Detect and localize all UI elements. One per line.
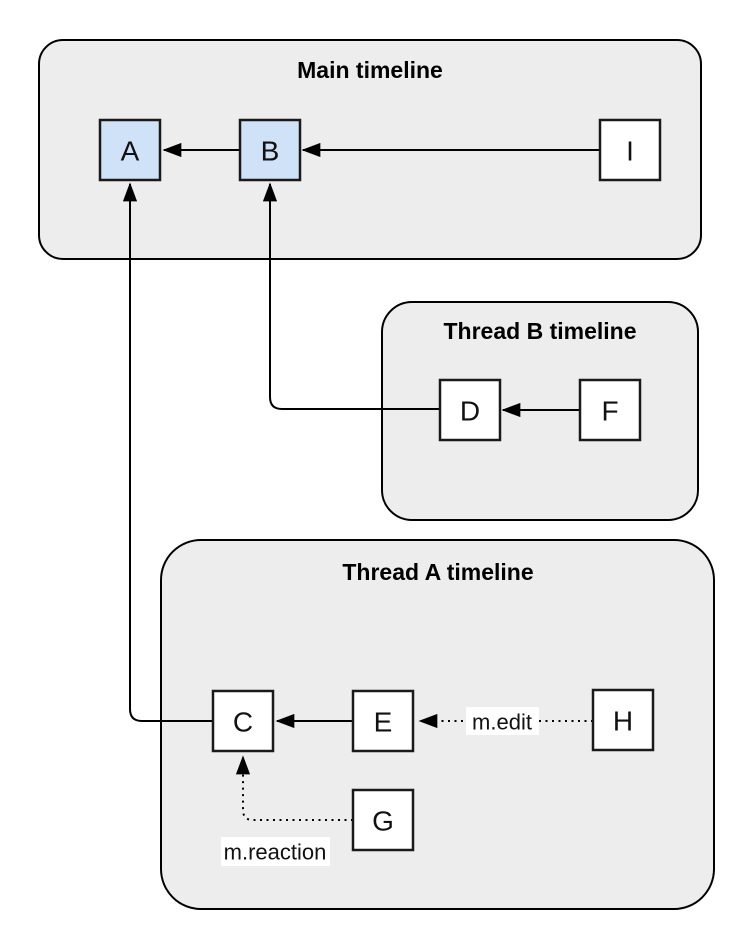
node-h-box <box>591 688 655 752</box>
node-g: G <box>351 788 415 852</box>
node-e: E <box>351 689 415 753</box>
node-f-box <box>578 378 642 442</box>
node-d-label: D <box>460 396 480 427</box>
container-main-timeline-title: Main timeline <box>297 57 443 83</box>
container-thread-a-timeline <box>160 539 715 910</box>
node-a: A <box>98 118 162 182</box>
node-e-label: E <box>374 707 393 738</box>
edge-label-medit-background <box>466 707 539 735</box>
node-i-box <box>598 118 662 182</box>
node-a-label: A <box>121 136 140 167</box>
edge-label-medit: m.edit <box>472 710 532 735</box>
node-f-label: F <box>601 396 618 427</box>
node-g-box <box>351 788 415 852</box>
edge-c-to-a <box>122 182 213 722</box>
node-b-label: B <box>261 136 280 167</box>
edge-label-mreaction: m.reaction <box>224 840 327 865</box>
container-thread-a-timeline-title: Thread A timeline <box>342 559 533 585</box>
node-d-box <box>438 378 502 442</box>
node-i-label: I <box>626 136 634 167</box>
node-c-box <box>211 689 275 753</box>
container-thread-b-timeline-title: Thread B timeline <box>444 318 637 344</box>
node-h-label: H <box>613 706 633 737</box>
edge-label-mreaction-background <box>221 837 330 866</box>
node-c-label: C <box>233 707 253 738</box>
edge-d-to-b <box>262 182 440 410</box>
node-f: F <box>578 378 642 442</box>
node-i: I <box>598 118 662 182</box>
node-a-box <box>98 118 162 182</box>
node-c: C <box>211 689 275 753</box>
node-b: B <box>238 118 302 182</box>
node-d: D <box>438 378 502 442</box>
node-g-label: G <box>372 806 394 837</box>
node-b-box <box>238 118 302 182</box>
node-e-box <box>351 689 415 753</box>
node-h: H <box>591 688 655 752</box>
